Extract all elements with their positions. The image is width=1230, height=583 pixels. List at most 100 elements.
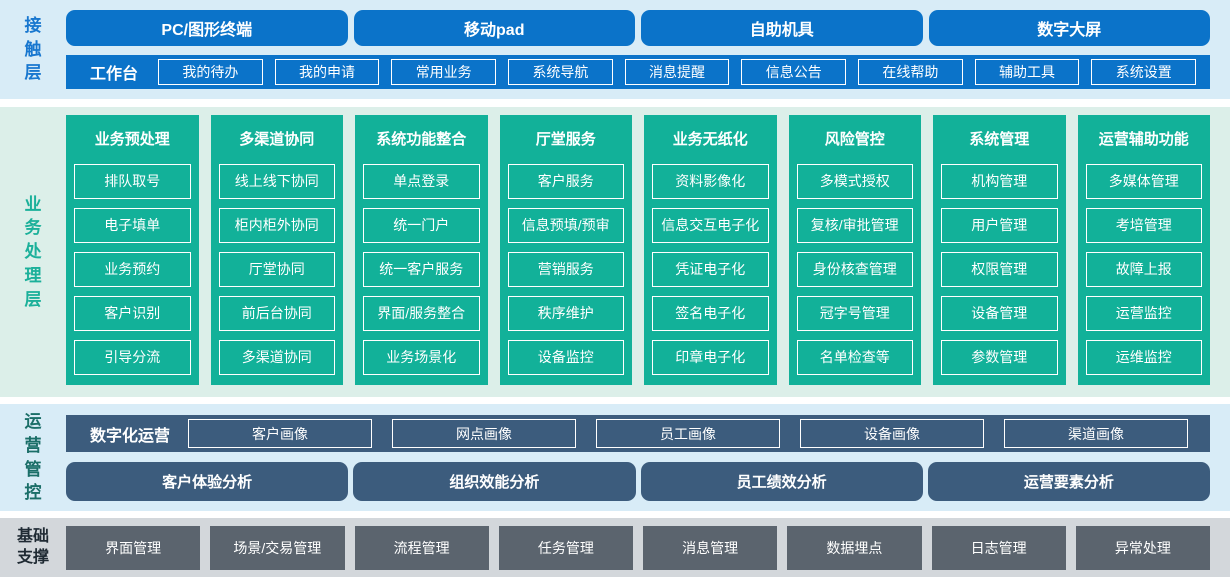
business-item: 多媒体管理 <box>1085 164 1202 199</box>
business-item: 故障上报 <box>1085 252 1202 287</box>
business-item: 签名电子化 <box>652 296 769 331</box>
business-item: 用户管理 <box>941 208 1058 243</box>
business-columns: 业务预处理 排队取号电子填单业务预约客户识别引导分流 多渠道协同 线上线下协同柜… <box>66 115 1210 385</box>
business-layer-label: 业务处理层 <box>24 194 42 309</box>
business-item: 权限管理 <box>941 252 1058 287</box>
operations-layer-label: 运营管控 <box>24 411 42 503</box>
analysis-bar: 组织效能分析 <box>353 462 636 501</box>
business-item: 信息交互电子化 <box>652 208 769 243</box>
business-item: 单点登录 <box>363 164 480 199</box>
workbench-label: 工作台 <box>90 66 139 83</box>
channel-bar: 数字大屏 <box>928 10 1210 46</box>
foundation-item: 任务管理 <box>498 526 633 570</box>
analysis-bar: 员工绩效分析 <box>640 462 923 501</box>
business-item: 厅堂协同 <box>218 252 335 287</box>
workbench-item: 我的申请 <box>274 59 380 85</box>
business-column-paperless: 业务无纸化 资料影像化信息交互电子化凭证电子化签名电子化印章电子化 <box>644 115 777 385</box>
foundation-item: 界面管理 <box>66 526 201 570</box>
business-item: 机构管理 <box>941 164 1058 199</box>
foundation-layer-section: 基础支撑 界面管理场景/交易管理流程管理任务管理消息管理数据埋点日志管理异常处理 <box>0 518 1230 577</box>
foundation-items: 界面管理场景/交易管理流程管理任务管理消息管理数据埋点日志管理异常处理 <box>66 526 1210 570</box>
workbench-item: 在线帮助 <box>858 59 963 85</box>
workbench-item: 系统设置 <box>1091 59 1197 85</box>
business-item: 排队取号 <box>74 164 191 199</box>
business-column-title: 运营辅助功能 <box>1098 130 1189 148</box>
channel-bar: PC/图形终端 <box>66 10 348 46</box>
business-item: 冠字号管理 <box>796 296 913 331</box>
business-item: 身份核查管理 <box>796 252 913 287</box>
business-column-title: 风险管控 <box>824 130 885 148</box>
workbench-bar: 工作台 我的待办我的申请常用业务系统导航消息提醒信息公告在线帮助辅助工具系统设置 <box>66 55 1210 89</box>
foundation-item: 消息管理 <box>643 526 778 570</box>
digital-operations-bar: 数字化运营 客户画像网点画像员工画像设备画像渠道画像 <box>66 415 1210 452</box>
business-column-hall-service: 厅堂服务 客户服务信息预填/预审营销服务秩序维护设备监控 <box>499 115 632 385</box>
digital-operations-label: 数字化运营 <box>90 427 171 445</box>
workbench-item: 系统导航 <box>508 59 613 85</box>
business-item: 设备监控 <box>507 340 624 375</box>
business-item: 客户识别 <box>74 296 191 331</box>
workbench-item: 信息公告 <box>741 59 847 85</box>
portrait-item: 员工画像 <box>596 419 781 448</box>
business-item: 多模式授权 <box>796 164 913 199</box>
portrait-item: 客户画像 <box>188 419 373 448</box>
business-column-title: 业务预处理 <box>94 130 170 148</box>
business-item: 客户服务 <box>507 164 624 199</box>
business-item: 运维监控 <box>1085 340 1202 375</box>
portrait-item: 渠道画像 <box>1004 419 1189 448</box>
business-item: 资料影像化 <box>652 164 769 199</box>
workbench-item: 辅助工具 <box>974 59 1080 85</box>
business-item: 信息预填/预审 <box>507 208 624 243</box>
business-column-preprocess: 业务预处理 排队取号电子填单业务预约客户识别引导分流 <box>66 115 199 385</box>
business-item: 参数管理 <box>941 340 1058 375</box>
business-layer-section: 业务处理层 业务预处理 排队取号电子填单业务预约客户识别引导分流 多渠道协同 线… <box>0 107 1230 397</box>
business-item: 前后台协同 <box>218 296 335 331</box>
foundation-item: 日志管理 <box>931 526 1066 570</box>
business-column-integration: 系统功能整合 单点登录统一门户统一客户服务界面/服务整合业务场景化 <box>355 115 488 385</box>
business-column-title: 系统功能整合 <box>376 130 467 148</box>
business-column-multichannel: 多渠道协同 线上线下协同柜内柜外协同厅堂协同前后台协同多渠道协同 <box>210 115 343 385</box>
business-item: 线上线下协同 <box>218 164 335 199</box>
workbench-item: 我的待办 <box>158 59 263 85</box>
business-item: 统一客户服务 <box>363 252 480 287</box>
business-item: 电子填单 <box>74 208 191 243</box>
foundation-item: 数据埋点 <box>787 526 922 570</box>
contact-layer-label: 接触层 <box>24 15 42 83</box>
analysis-row: 客户体验分析组织效能分析员工绩效分析运营要素分析 <box>66 462 1210 501</box>
business-column-system-mgmt: 系统管理 机构管理用户管理权限管理设备管理参数管理 <box>933 115 1066 385</box>
workbench-items: 我的待办我的申请常用业务系统导航消息提醒信息公告在线帮助辅助工具系统设置 <box>158 59 1197 85</box>
business-item: 营销服务 <box>507 252 624 287</box>
business-item: 多渠道协同 <box>218 340 335 375</box>
business-item: 名单检查等 <box>796 340 913 375</box>
channel-bar: 自助机具 <box>641 10 923 46</box>
business-item: 统一门户 <box>363 208 480 243</box>
workbench-item: 常用业务 <box>391 59 497 85</box>
business-item: 考培管理 <box>1085 208 1202 243</box>
foundation-layer-label: 基础支撑 <box>16 527 49 566</box>
operations-layer-section: 运营管控 数字化运营 客户画像网点画像员工画像设备画像渠道画像 客户体验分析组织… <box>0 404 1230 511</box>
workbench-item: 消息提醒 <box>624 59 730 85</box>
business-column-title: 厅堂服务 <box>535 130 596 148</box>
business-item: 印章电子化 <box>652 340 769 375</box>
analysis-bar: 客户体验分析 <box>66 462 349 501</box>
business-item: 引导分流 <box>74 340 191 375</box>
business-item: 复核/审批管理 <box>796 208 913 243</box>
foundation-item: 流程管理 <box>354 526 489 570</box>
business-item: 界面/服务整合 <box>363 296 480 331</box>
business-item: 凭证电子化 <box>652 252 769 287</box>
portrait-items: 客户画像网点画像员工画像设备画像渠道画像 <box>188 419 1189 448</box>
business-item: 业务预约 <box>74 252 191 287</box>
business-item: 设备管理 <box>941 296 1058 331</box>
business-column-aux: 运营辅助功能 多媒体管理考培管理故障上报运营监控运维监控 <box>1077 115 1210 385</box>
analysis-bar: 运营要素分析 <box>927 462 1210 501</box>
business-column-title: 多渠道协同 <box>239 130 315 148</box>
business-item: 柜内柜外协同 <box>218 208 335 243</box>
business-column-title: 系统管理 <box>969 130 1030 148</box>
business-item: 业务场景化 <box>363 340 480 375</box>
portrait-item: 设备画像 <box>800 419 985 448</box>
business-item: 运营监控 <box>1085 296 1202 331</box>
foundation-item: 异常处理 <box>1075 526 1210 570</box>
portrait-item: 网点画像 <box>392 419 577 448</box>
business-column-risk: 风险管控 多模式授权复核/审批管理身份核查管理冠字号管理名单检查等 <box>788 115 921 385</box>
